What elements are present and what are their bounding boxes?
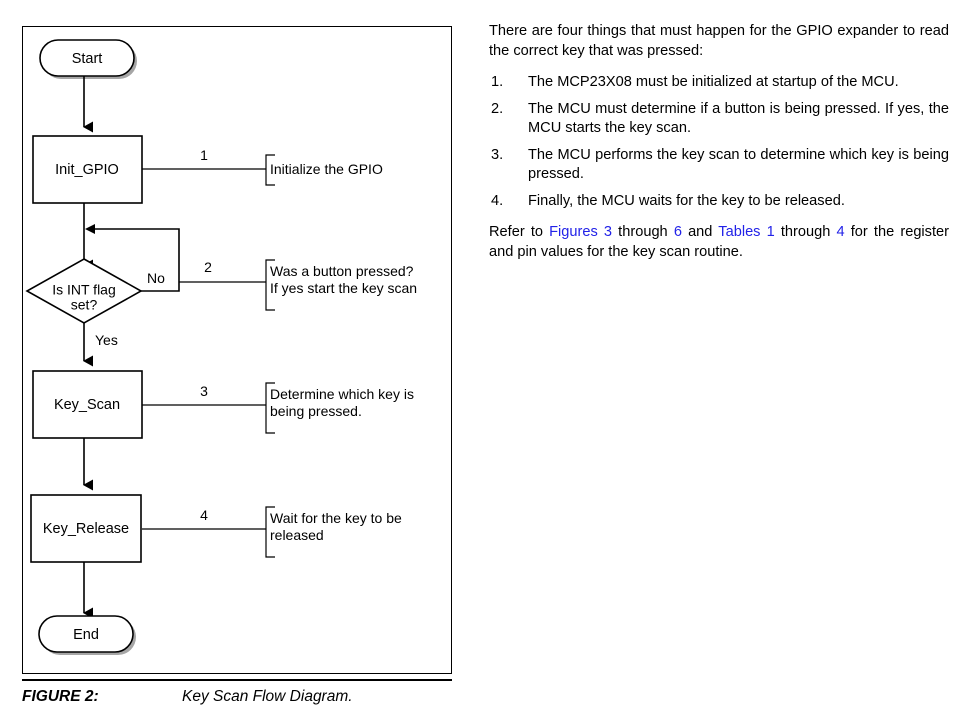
node-key-scan: Key_Scan — [32, 370, 143, 439]
list-item-text: The MCU performs the key scan to determi… — [528, 146, 949, 183]
intro-paragraph: There are four things that must happen f… — [489, 23, 949, 59]
list-item-text: The MCP23X08 must be initialized at star… — [528, 74, 899, 90]
callout-2-number: 2 — [204, 259, 212, 275]
callout-2-line2: If yes start the key scan — [270, 280, 417, 296]
list-item-number: 2. — [491, 100, 504, 117]
callout-4-line1: Wait for the key to be — [270, 510, 402, 526]
numbered-list: 1. The MCP23X08 must be initialized at s… — [489, 73, 949, 211]
refer-text-1: Refer to — [489, 224, 550, 240]
link-figures-3[interactable]: Figures 3 — [549, 224, 613, 240]
node-init-gpio: Init_GPIO — [32, 135, 143, 204]
callout-3-line2: being pressed. — [270, 403, 362, 419]
branch-label-yes: Yes — [95, 332, 118, 348]
callout-3: 3 Determine which key is being pressed. — [142, 382, 414, 434]
node-end: End — [38, 615, 136, 655]
link-table-4[interactable]: 4 — [836, 224, 845, 240]
refer-paragraph: Refer to Figures 3 through 6 and Tables … — [489, 223, 949, 262]
callout-3-number: 3 — [200, 383, 208, 399]
list-item: 1. The MCP23X08 must be initialized at s… — [489, 73, 949, 93]
callout-1: 1 Initialize the GPIO — [142, 147, 383, 186]
figure-frame: Start Init_GPIO 1 Initialize the GPIO Is… — [22, 26, 452, 674]
callout-1-number: 1 — [200, 147, 208, 163]
refer-text-2: through — [612, 224, 674, 240]
callout-4: 4 Wait for the key to be released — [142, 506, 402, 558]
key-scan-flow-diagram: Start Init_GPIO 1 Initialize the GPIO Is… — [25, 39, 417, 655]
node-end-label: End — [73, 627, 99, 643]
node-key-scan-label: Key_Scan — [54, 397, 120, 413]
refer-text-5: for the register and pin values for the … — [489, 224, 950, 260]
node-key-release: Key_Release — [30, 494, 142, 563]
node-start: Start — [39, 39, 137, 79]
refer-text-3: and — [681, 224, 719, 240]
node-decision-line1: Is INT flag — [52, 282, 116, 298]
link-figure-6[interactable]: 6 — [673, 224, 682, 240]
callout-2-line1: Was a button pressed? — [270, 263, 414, 279]
list-item-number: 3. — [491, 146, 504, 163]
list-item: 2. The MCU must determine if a button is… — [489, 100, 949, 139]
body-text-column: There are four things that must happen f… — [489, 22, 949, 262]
list-item-number: 4. — [491, 192, 504, 209]
callout-4-line2: released — [270, 527, 324, 543]
loopback-arrowhead — [85, 224, 95, 234]
list-item-number: 1. — [491, 74, 504, 90]
branch-label-no: No — [147, 270, 165, 286]
node-decision-line2: set? — [71, 297, 98, 313]
callout-1-line1: Initialize the GPIO — [270, 161, 383, 177]
node-start-label: Start — [72, 51, 103, 67]
figure-caption: FIGURE 2: Key Scan Flow Diagram. — [22, 684, 462, 710]
list-item: 3. The MCU performs the key scan to dete… — [489, 146, 949, 185]
callout-2: 2 Was a button pressed? If yes start the… — [179, 259, 417, 311]
refer-text-4: through — [774, 224, 837, 240]
link-tables-1[interactable]: Tables 1 — [718, 224, 775, 240]
node-init-gpio-label: Init_GPIO — [55, 162, 119, 178]
list-item: 4. Finally, the MCU waits for the key to… — [489, 192, 949, 212]
node-key-release-label: Key_Release — [43, 521, 129, 537]
figure-caption-title: Key Scan Flow Diagram. — [182, 688, 353, 705]
list-item-text: Finally, the MCU waits for the key to be… — [528, 192, 845, 209]
callout-4-number: 4 — [200, 507, 208, 523]
list-item-text: The MCU must determine if a button is be… — [528, 100, 949, 137]
edge-loopback-no — [85, 224, 180, 292]
caption-divider — [22, 679, 452, 681]
figure-caption-label: FIGURE 2: — [22, 688, 99, 705]
callout-3-line1: Determine which key is — [270, 386, 414, 402]
node-decision-int-flag: Is INT flag set? — [25, 258, 143, 324]
